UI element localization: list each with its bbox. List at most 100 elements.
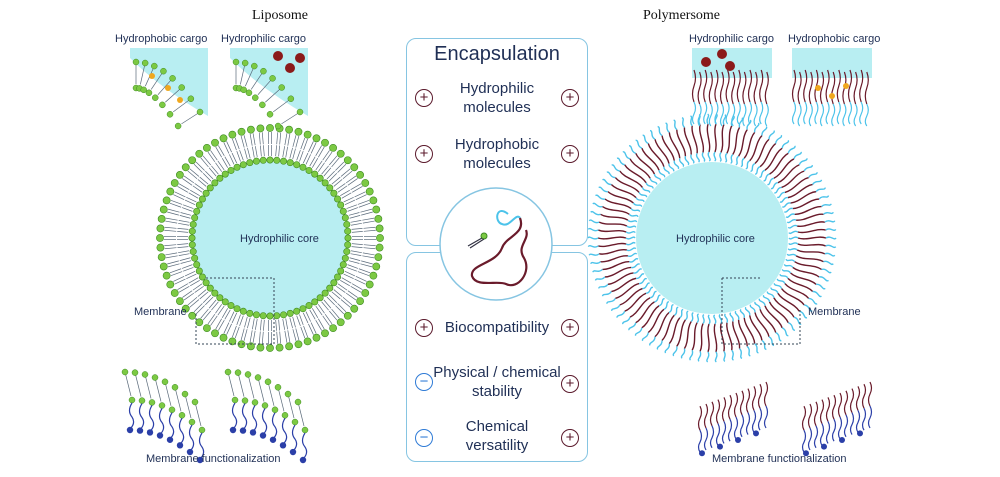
lipid-tail [229,154,235,165]
hydrophilic-block [592,268,603,273]
lipid-tail [300,326,306,339]
lipid-head [145,89,153,97]
hydrophobic-block [754,138,770,165]
hydrophobic-block [764,71,769,105]
lipid-tail [351,185,363,193]
lipid-head [211,138,219,147]
lipid-head [196,108,204,116]
lipid-head [138,397,146,404]
hydrophilic-block [749,304,756,313]
hydrophilic-block [628,213,639,218]
plus-icon: + [415,89,433,107]
lipid-head [211,179,219,187]
lipid-tail [217,145,225,157]
hydrophobic-block [654,311,670,338]
lipid-tail [181,111,201,125]
lipid-head [334,195,342,203]
lipid-tail [278,319,280,331]
hydrophilic-block [697,351,702,362]
lipid-head [285,125,294,134]
lipid-tail [329,155,338,166]
cargo-dot [815,85,821,91]
lipid-head [271,406,279,414]
hydrophilic-block [734,310,740,321]
hydrophobic-block [819,399,825,424]
hydrophilic-block [818,276,829,282]
hydrophobic-block [731,71,736,105]
hydrophobic-block [794,261,822,271]
plus-icon: + [561,375,579,393]
lipid-tail [350,183,362,191]
minus-icon: − [415,429,433,447]
lipid-tail [193,163,203,173]
functional-chain [763,405,769,429]
lipid-tail [164,229,177,232]
hydrophilic-block [635,139,643,149]
lipid-head [160,67,167,75]
hydrophilic-block [745,160,751,170]
property-label: Hydrophobic molecules [454,136,540,172]
functional-group [249,429,257,436]
lipid-head [264,378,272,386]
hydrophilic-block [616,157,625,166]
hydrophobic-block [624,292,647,312]
lipid-tail [247,147,251,159]
hydrophilic-block [680,348,686,359]
lipid-tail [263,145,265,157]
hydrophobic-block [726,322,733,351]
lipid-tail [184,270,196,277]
functional-chain [843,414,849,438]
lipid-tail [178,220,190,223]
functional-group [735,437,741,443]
lipid-head [343,220,351,228]
lipid-tail [348,212,360,216]
hydrophilic-block [587,245,599,248]
hydrophobic-block [764,305,783,329]
hydrophilic-block [783,264,794,268]
lipid-head [246,159,254,167]
functional-group [176,442,184,449]
lipid-head [188,241,196,249]
lipid-tail [279,331,282,344]
hydrophobic-block [629,297,651,318]
hydrophobic-block [801,405,807,431]
hydrophilic-block [690,312,694,322]
hydrophilic-block [762,295,771,303]
lipid-head [275,343,284,352]
lipid-head [131,369,139,376]
hydrophilic-block [626,247,637,252]
lipid-tail [189,299,200,308]
lipid-head [191,254,199,262]
property-stability: Physical / chemical stability [407,363,587,401]
hydrophilic-block [610,304,621,312]
lipid-tail [167,208,180,213]
lipid-head [344,241,352,249]
lipid-tail [190,279,200,287]
cargo-region [792,48,872,78]
hydrophilic-block [588,253,600,256]
functional-chain [751,410,757,433]
hydrophobic-block [714,69,719,103]
functional-group [146,429,154,436]
lipid-tail [329,310,338,321]
lipid-tail [362,255,375,259]
lipid-head [329,324,337,333]
lipid-tail [350,285,362,293]
lipid-head [256,124,265,133]
lipid-head [350,163,359,172]
lipid-head [259,101,266,109]
hydrophilic-block [649,336,656,346]
lipid-tail [165,87,182,103]
lipid-head [169,75,176,82]
hydrophilic-block [725,101,730,125]
lipid-head [170,289,179,297]
lipid-head [178,84,185,91]
hydrophobic-block [825,69,830,103]
lipid-head [296,108,304,116]
functional-chain [271,412,278,440]
functional-chain [837,416,843,440]
hydrophilic-block [708,103,713,127]
hydrophilic-block [746,345,751,357]
lipid-tail [315,305,323,316]
functional-group [229,426,237,434]
